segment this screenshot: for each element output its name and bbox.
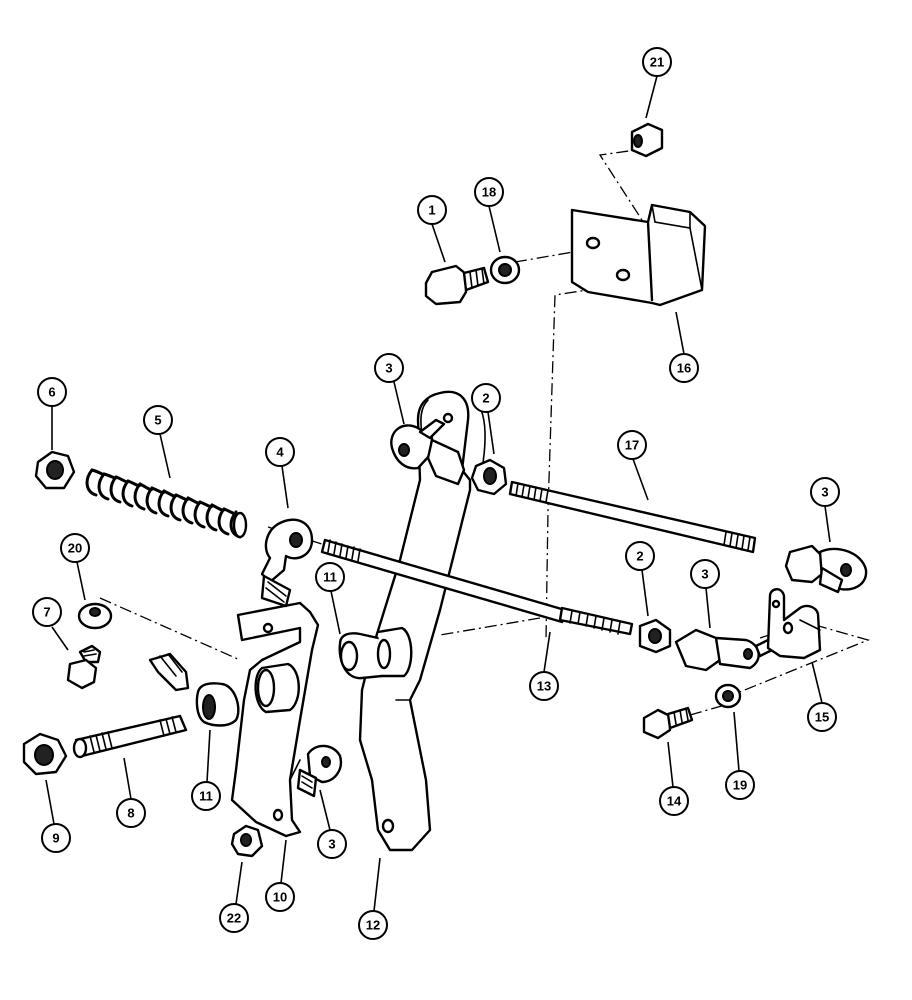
callout-4: 4 [265, 437, 295, 467]
callout-9: 9 [41, 823, 71, 853]
nut-part-21 [630, 122, 664, 158]
callout-2-upper: 2 [471, 383, 501, 413]
callout-14: 14 [659, 786, 689, 816]
bolt-part-7 [66, 644, 102, 690]
callout-13: 13 [529, 671, 559, 701]
bolt-part-1 [424, 264, 490, 306]
callout-8: 8 [116, 798, 146, 828]
callout-13-label: 13 [537, 679, 551, 694]
callout-20-label: 20 [68, 541, 82, 556]
callout-3-lower-right-label: 3 [701, 567, 708, 582]
callout-6-label: 6 [48, 385, 55, 400]
bushing-part-11-lower [195, 682, 240, 727]
rod-end-part-3-lower-right [674, 628, 774, 672]
callout-7-label: 7 [43, 605, 50, 620]
callout-21: 21 [642, 47, 672, 77]
stud-part-8 [72, 714, 188, 759]
callout-4-label: 4 [276, 445, 284, 460]
callout-3-upper: 3 [374, 353, 404, 383]
callout-8-label: 8 [127, 806, 134, 821]
callout-2-upper-label: 2 [482, 391, 489, 406]
rod-part-13 [320, 538, 634, 636]
callout-10-label: 10 [273, 890, 287, 905]
callout-2-lower: 2 [625, 541, 655, 571]
callout-3-upper-label: 3 [385, 361, 392, 376]
callout-14-label: 14 [667, 794, 682, 809]
callout-22-label: 22 [227, 911, 241, 926]
callout-3-right: 3 [810, 477, 840, 507]
ball-joint-part-4 [260, 518, 314, 608]
callout-3-right-label: 3 [821, 485, 828, 500]
leader-lines [45, 75, 831, 912]
callout-11-lower: 11 [191, 781, 221, 811]
washer-part-19 [714, 683, 742, 709]
callout-11-upper-label: 11 [323, 570, 337, 585]
callout-6: 6 [37, 377, 67, 407]
nut-part-22 [230, 824, 264, 858]
callout-5: 5 [143, 405, 173, 435]
callout-12: 12 [358, 910, 388, 940]
callout-3-lower-center: 3 [317, 829, 347, 859]
callout-11-upper: 11 [315, 562, 345, 592]
lever-arm-part-12 [358, 390, 486, 852]
callout-18-label: 18 [482, 185, 496, 200]
callout-20: 20 [60, 533, 90, 563]
callout-12-label: 12 [366, 918, 380, 933]
callout-9-label: 9 [52, 831, 59, 846]
callout-16-label: 16 [677, 361, 691, 376]
tube-bracket-10 [148, 652, 300, 714]
callout-7: 7 [32, 597, 62, 627]
nut-part-2-upper [470, 458, 508, 496]
callout-11-lower-label: 11 [199, 789, 213, 804]
nut-part-2-lower [638, 618, 672, 654]
callout-19: 19 [725, 770, 755, 800]
callout-17: 17 [617, 430, 647, 460]
callout-3-lower-right: 3 [690, 559, 720, 589]
callout-10: 10 [265, 882, 295, 912]
bolt-part-14 [642, 706, 694, 740]
bracket-part-16 [570, 203, 707, 307]
callout-5-label: 5 [154, 413, 161, 428]
callout-21-label: 21 [650, 55, 664, 70]
nut-part-9 [22, 732, 68, 776]
callout-2-lower-label: 2 [636, 549, 643, 564]
callout-19-label: 19 [733, 778, 747, 793]
rod-part-17 [508, 480, 757, 554]
bracket-part-10 [230, 601, 320, 838]
rod-end-part-3-lower-center [296, 744, 343, 798]
nut-part-6 [34, 450, 76, 490]
bushing-part-11-upper [338, 626, 413, 680]
washer-part-20 [77, 602, 113, 630]
callout-17-label: 17 [625, 438, 639, 453]
callout-1: 1 [417, 195, 447, 225]
callout-3-lower-center-label: 3 [328, 837, 335, 852]
spring-part-5 [82, 468, 248, 540]
callouts: 1 18 21 16 3 2 17 6 5 4 3 20 11 2 3 7 13… [32, 47, 840, 940]
rod-end-part-3-right [784, 544, 868, 594]
callout-15-label: 15 [815, 710, 829, 725]
callout-22: 22 [219, 903, 249, 933]
callout-18: 18 [474, 177, 504, 207]
callout-15: 15 [807, 702, 837, 732]
callout-16: 16 [669, 353, 699, 383]
rod-end-part-3-upper [390, 418, 466, 486]
clevis-part-15 [766, 588, 822, 660]
assembly-lines [99, 147, 871, 716]
callout-1-label: 1 [428, 203, 435, 218]
washer-part-18 [489, 255, 521, 285]
